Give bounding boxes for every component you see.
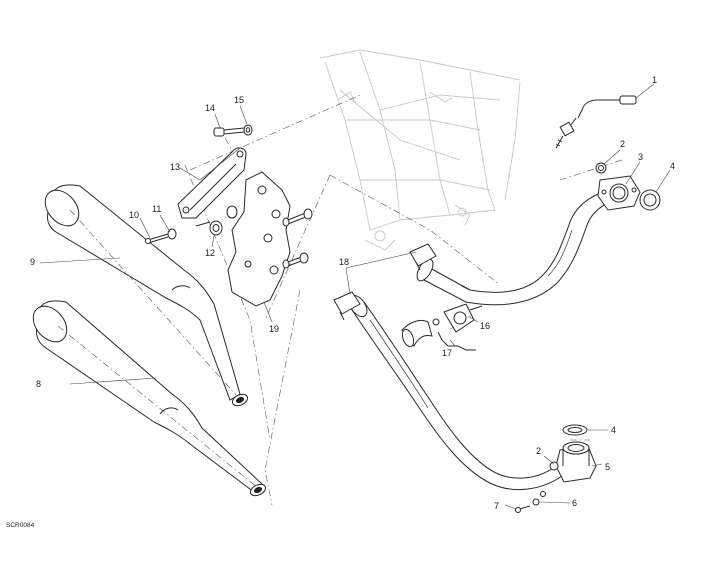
motorcycle-frame xyxy=(319,49,521,251)
rear-flange xyxy=(597,175,641,211)
callout-4-front: 4 xyxy=(611,425,616,435)
heat-shield-plate xyxy=(227,171,291,307)
plate-bolts xyxy=(282,208,313,269)
assembly-lines xyxy=(184,94,623,506)
callout-labels: 1 2 3 4 2 4 5 6 7 8 9 10 11 12 13 14 15 … xyxy=(30,75,675,511)
hanger-bolt xyxy=(213,127,245,137)
callout-19: 19 xyxy=(269,324,279,334)
callout-14: 14 xyxy=(205,103,215,113)
callout-9: 9 xyxy=(30,257,35,267)
bracket-washer xyxy=(532,491,546,506)
callout-3: 3 xyxy=(638,152,643,162)
callout-16: 16 xyxy=(480,321,490,331)
rear-pipe-clamp xyxy=(409,243,437,271)
callout-4-rear: 4 xyxy=(670,161,675,171)
callout-11: 11 xyxy=(152,204,161,214)
balance-pipe-elbow xyxy=(401,319,433,348)
front-gasket xyxy=(562,424,588,436)
upper-silencer xyxy=(44,184,249,407)
callout-7: 7 xyxy=(494,501,499,511)
front-flange xyxy=(555,441,597,483)
retaining-spring xyxy=(437,331,476,351)
callout-2-rear: 2 xyxy=(620,139,625,149)
callout-18: 18 xyxy=(339,257,349,267)
silencer-hanger xyxy=(177,147,247,219)
leader-lines xyxy=(39,83,671,510)
callout-2-front: 2 xyxy=(536,446,541,456)
callout-15: 15 xyxy=(234,95,244,105)
callout-13: 13 xyxy=(170,162,180,172)
connector-clamp xyxy=(432,303,483,333)
rear-header-pipe xyxy=(416,189,615,306)
oxygen-sensor xyxy=(555,95,637,149)
lower-silencer xyxy=(32,300,267,497)
rear-flange-nut xyxy=(595,162,607,174)
callout-1: 1 xyxy=(652,75,657,85)
callout-12: 12 xyxy=(205,248,215,258)
front-pipe-clamp xyxy=(333,291,361,321)
silencer-nut xyxy=(195,205,238,236)
diagram-code: SCR0084 xyxy=(6,522,35,529)
hanger-washer xyxy=(243,124,253,136)
callout-6: 6 xyxy=(572,498,577,508)
rear-gasket xyxy=(639,189,661,211)
front-flange-nut xyxy=(549,461,559,471)
silencer-bolt xyxy=(145,233,169,244)
callout-17: 17 xyxy=(442,348,452,358)
bracket-screw xyxy=(515,505,531,513)
callout-10: 10 xyxy=(129,210,139,220)
callout-5: 5 xyxy=(605,462,610,472)
callout-8: 8 xyxy=(36,379,41,389)
